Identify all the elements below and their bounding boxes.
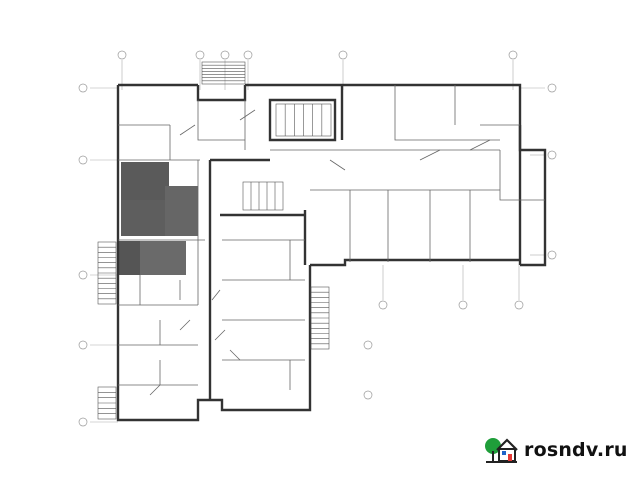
axis-bubble xyxy=(363,390,373,400)
door-swing xyxy=(179,319,191,331)
axis-bubble xyxy=(195,50,205,60)
axis-bubble xyxy=(363,340,373,350)
axis-bubble xyxy=(78,270,88,280)
door-swing xyxy=(149,384,161,396)
axis-bubble xyxy=(78,83,88,93)
interior-partition xyxy=(480,124,545,201)
axis-bubble xyxy=(338,50,348,60)
highlighted-room-3 xyxy=(165,186,198,236)
axis-bubble xyxy=(458,300,468,310)
stair-flight xyxy=(242,181,284,211)
door-swing xyxy=(179,124,196,136)
axis-bubble xyxy=(243,50,253,60)
highlighted-room-5 xyxy=(140,241,186,275)
exterior-wall xyxy=(518,125,547,267)
stair-flight xyxy=(201,61,246,85)
door-swing xyxy=(229,349,241,361)
partitions xyxy=(118,85,545,396)
axis-bubble xyxy=(547,83,557,93)
door-swing xyxy=(469,139,491,151)
highlighted-room-2 xyxy=(121,200,165,236)
axis-bubble xyxy=(547,250,557,260)
watermark-logo: rosndv.ru xyxy=(484,436,628,464)
interior-partition xyxy=(197,100,246,150)
interior-partition xyxy=(118,124,205,386)
axis-bubble xyxy=(78,340,88,350)
highlighted-room-4 xyxy=(118,241,140,275)
walls xyxy=(116,83,547,422)
exterior-wall xyxy=(208,158,307,400)
highlighted-apartment[interactable] xyxy=(118,162,198,275)
exterior-wall xyxy=(310,258,520,267)
axis-bubbles xyxy=(78,50,557,427)
watermark-text: rosndv.ru xyxy=(524,439,628,461)
axis-bubble xyxy=(508,50,518,60)
interior-partition xyxy=(139,275,181,385)
grid-axes xyxy=(90,60,545,423)
axis-bubble xyxy=(514,300,524,310)
highlighted-room-1 xyxy=(121,162,169,200)
axis-bubble xyxy=(78,155,88,165)
axis-bubble xyxy=(378,300,388,310)
stairs xyxy=(97,61,332,420)
axis-bubble xyxy=(220,50,230,60)
door-swing xyxy=(329,159,346,171)
exterior-wall xyxy=(268,85,344,142)
door-swing xyxy=(239,109,256,121)
interior-partition xyxy=(222,239,305,390)
door-swing xyxy=(211,289,221,301)
axis-bubble xyxy=(117,50,127,60)
axis-bubble xyxy=(547,150,557,160)
exterior-wall xyxy=(196,85,247,102)
door-swing xyxy=(214,329,226,341)
axis-bubble xyxy=(78,417,88,427)
door-swing xyxy=(419,149,441,161)
house-tree-icon xyxy=(485,438,518,463)
interior-partition xyxy=(270,85,500,262)
